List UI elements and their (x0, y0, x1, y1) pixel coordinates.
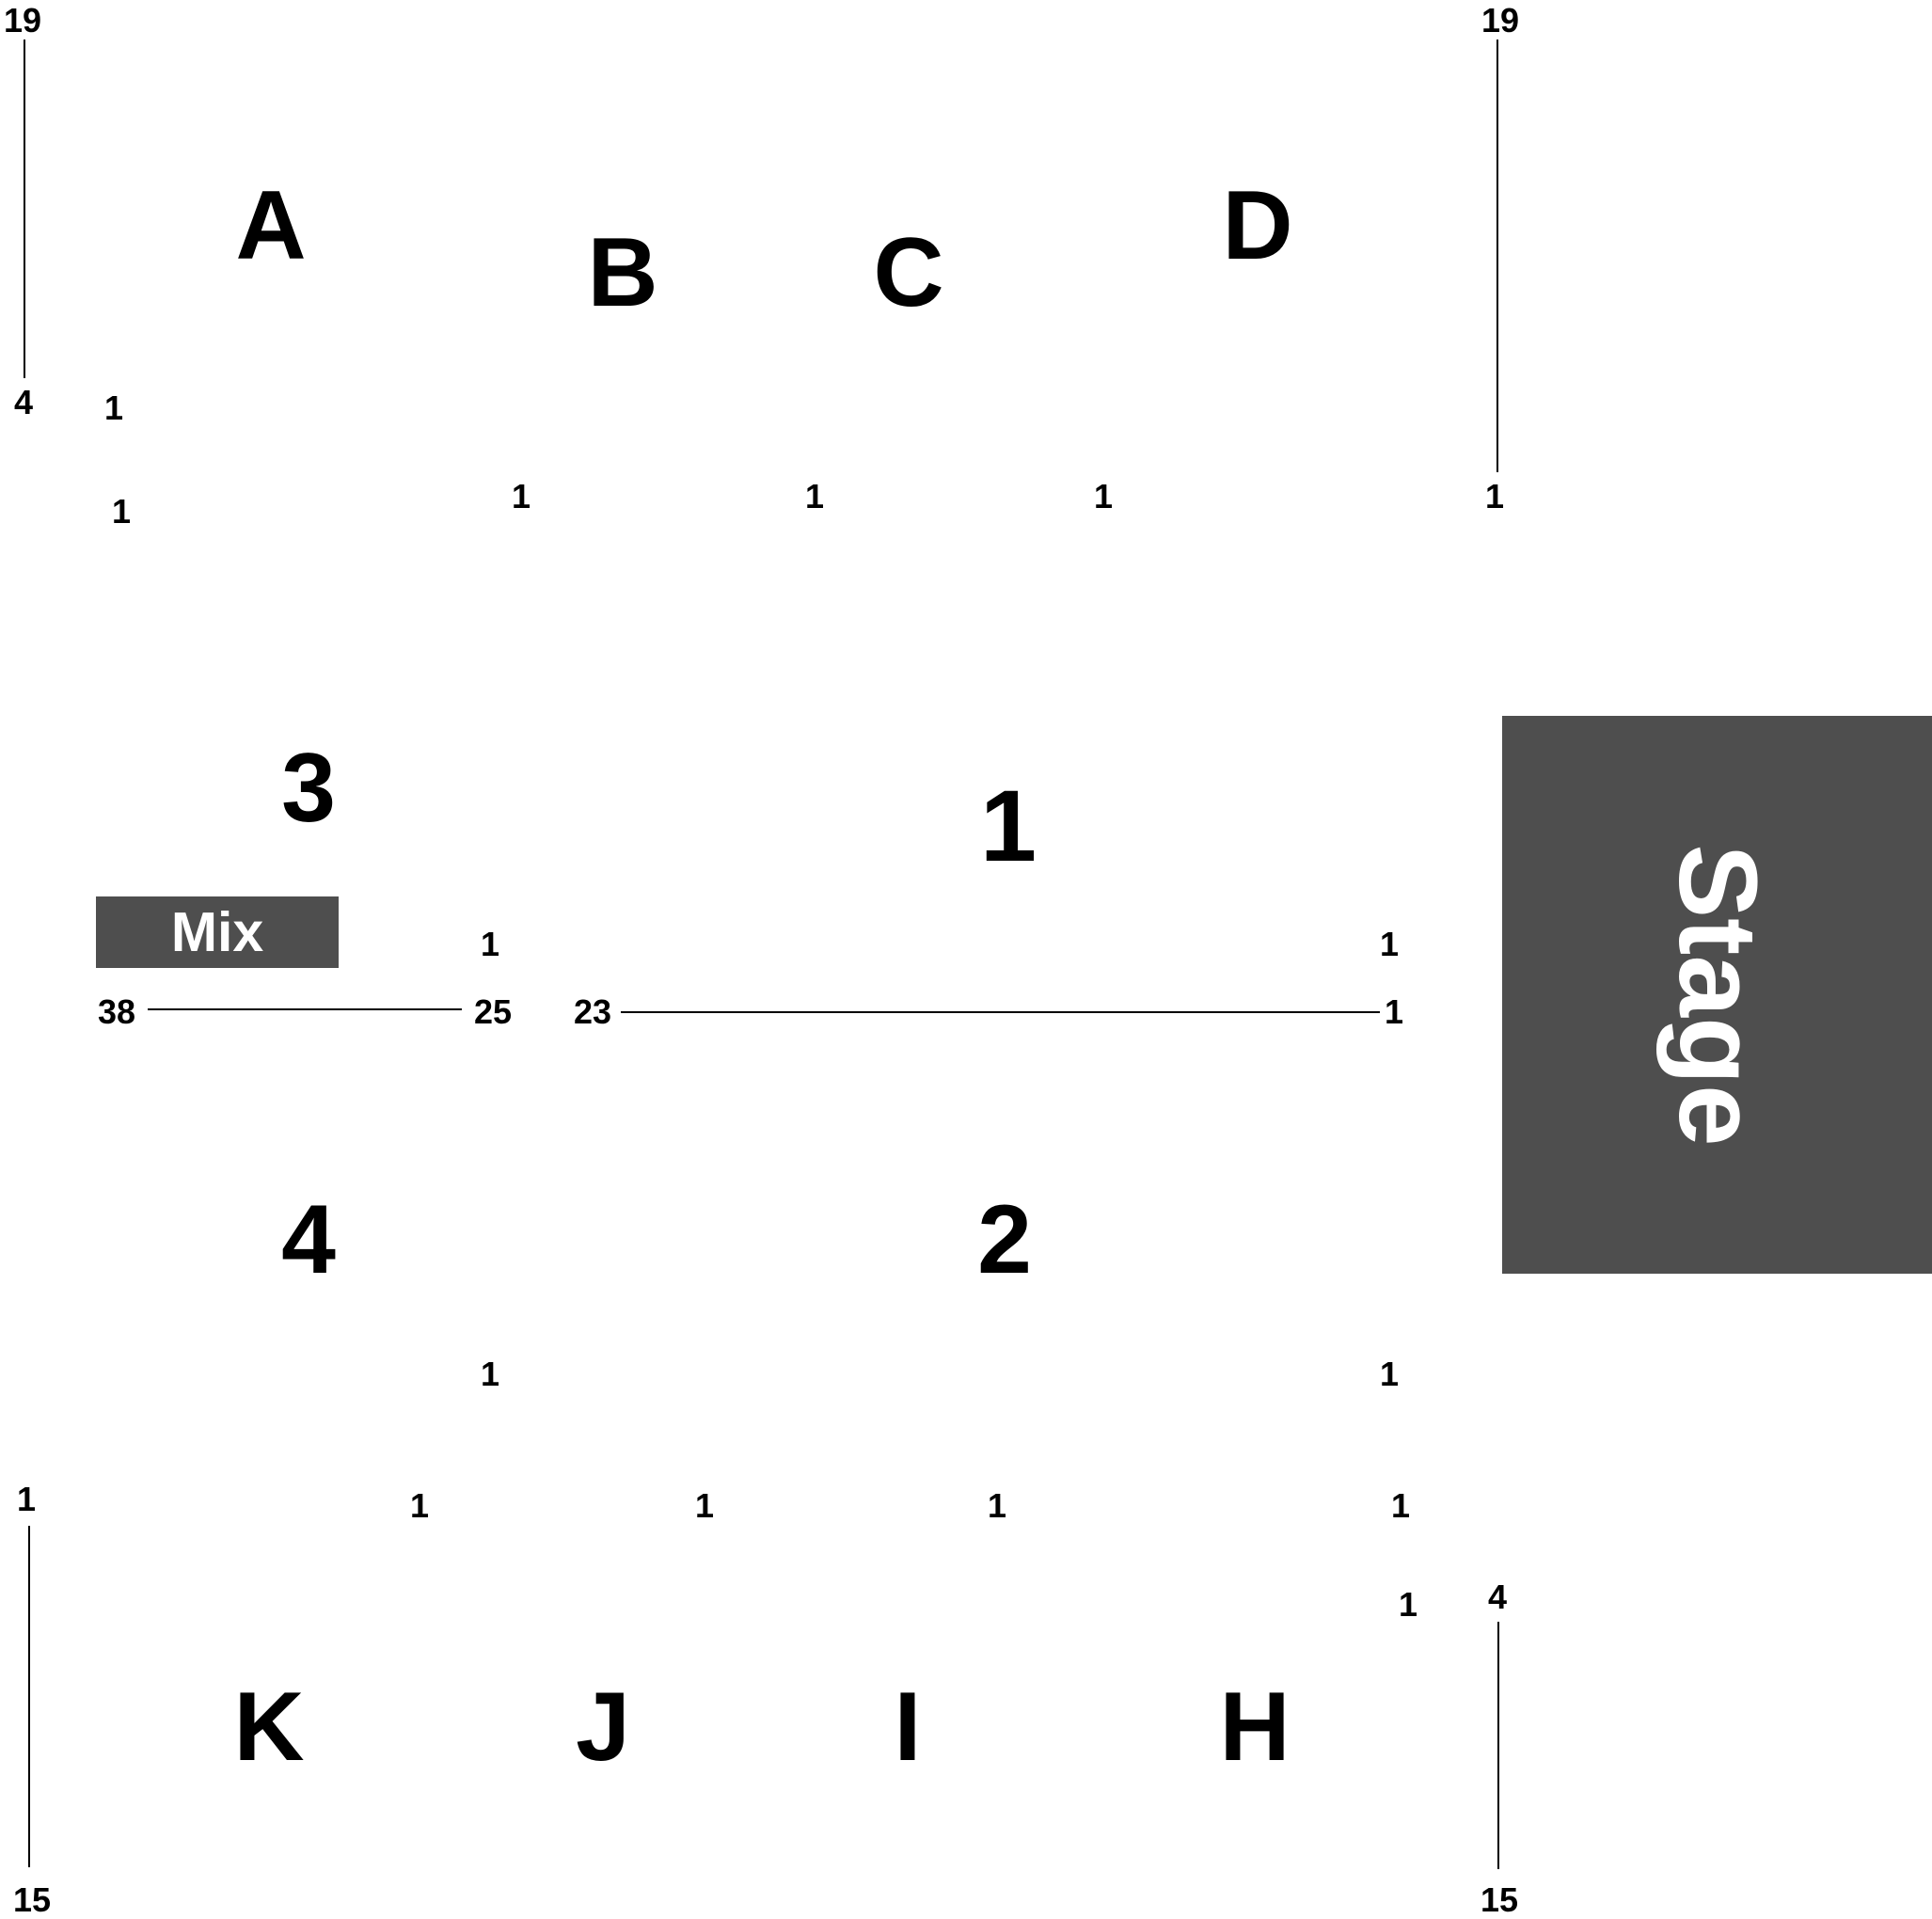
lower-left-top-seat-number: 1 (16, 1480, 37, 1518)
mix-label: Mix (170, 901, 264, 963)
section-1-left-end-seat-number: 23 (573, 992, 612, 1031)
left-bottom-seat-number: 4 (13, 383, 34, 421)
left-bottom-aisle-line (28, 1526, 30, 1867)
section-a-label[interactable]: A (235, 171, 307, 280)
section-h-row-number: 1 (1398, 1585, 1418, 1624)
section-a-row-number: 1 (103, 389, 124, 427)
section-k-row-number: 1 (409, 1486, 430, 1525)
lower-right-top-seat-number: 4 (1487, 1578, 1508, 1616)
section-3-right-end-seat-number: 25 (473, 992, 513, 1031)
section-j-row-number: 1 (694, 1486, 715, 1525)
section-d-label[interactable]: D (1222, 171, 1293, 280)
section-3-row-line (148, 1008, 462, 1010)
section-3-first-seat-number: 1 (480, 925, 500, 963)
section-b-label[interactable]: B (587, 218, 658, 327)
section-1-row-line (621, 1011, 1380, 1013)
section-4-first-seat-number: 1 (480, 1355, 500, 1393)
section-k-label[interactable]: K (233, 1673, 305, 1782)
section-i-label[interactable]: I (894, 1673, 922, 1782)
lower-right-bottom-seat-number: 15 (1480, 1880, 1519, 1919)
stage-label: Stage (1655, 843, 1780, 1147)
mix-position: Mix (96, 896, 339, 968)
right-top-seat-number: 19 (1481, 1, 1520, 40)
stage: Stage (1502, 716, 1932, 1274)
section-4-label[interactable]: 4 (281, 1185, 336, 1294)
section-d-row-number: 1 (1093, 477, 1114, 515)
section-b-row-number: 1 (511, 477, 531, 515)
section-3-left-end-seat-number: 38 (97, 992, 136, 1031)
lower-left-bottom-seat-number: 15 (12, 1880, 52, 1919)
section-c-label[interactable]: C (873, 218, 944, 327)
section-h-label[interactable]: H (1219, 1673, 1291, 1782)
section-j-label[interactable]: J (576, 1673, 630, 1782)
left-top-aisle-line (24, 40, 25, 378)
section-1-right-end-seat-number: 1 (1384, 992, 1404, 1031)
section-2-first-seat-number: 1 (1379, 1355, 1400, 1393)
section-c-row-number: 1 (804, 477, 825, 515)
section-3-label[interactable]: 3 (281, 734, 336, 843)
section-1-label[interactable]: 1 (979, 769, 1037, 882)
left-top-seat-number: 19 (3, 1, 42, 40)
section-i-row-number: 1 (987, 1486, 1007, 1525)
right-bottom-aisle-line (1497, 1622, 1499, 1869)
section-2-label[interactable]: 2 (977, 1185, 1032, 1294)
section-1-first-seat-number: 1 (1379, 925, 1400, 963)
right-top-aisle-line (1497, 40, 1498, 472)
section-a-row-number: 1 (111, 492, 132, 531)
section-h-row-number: 1 (1390, 1486, 1411, 1525)
right-bottom-seat-number: 1 (1484, 477, 1505, 515)
